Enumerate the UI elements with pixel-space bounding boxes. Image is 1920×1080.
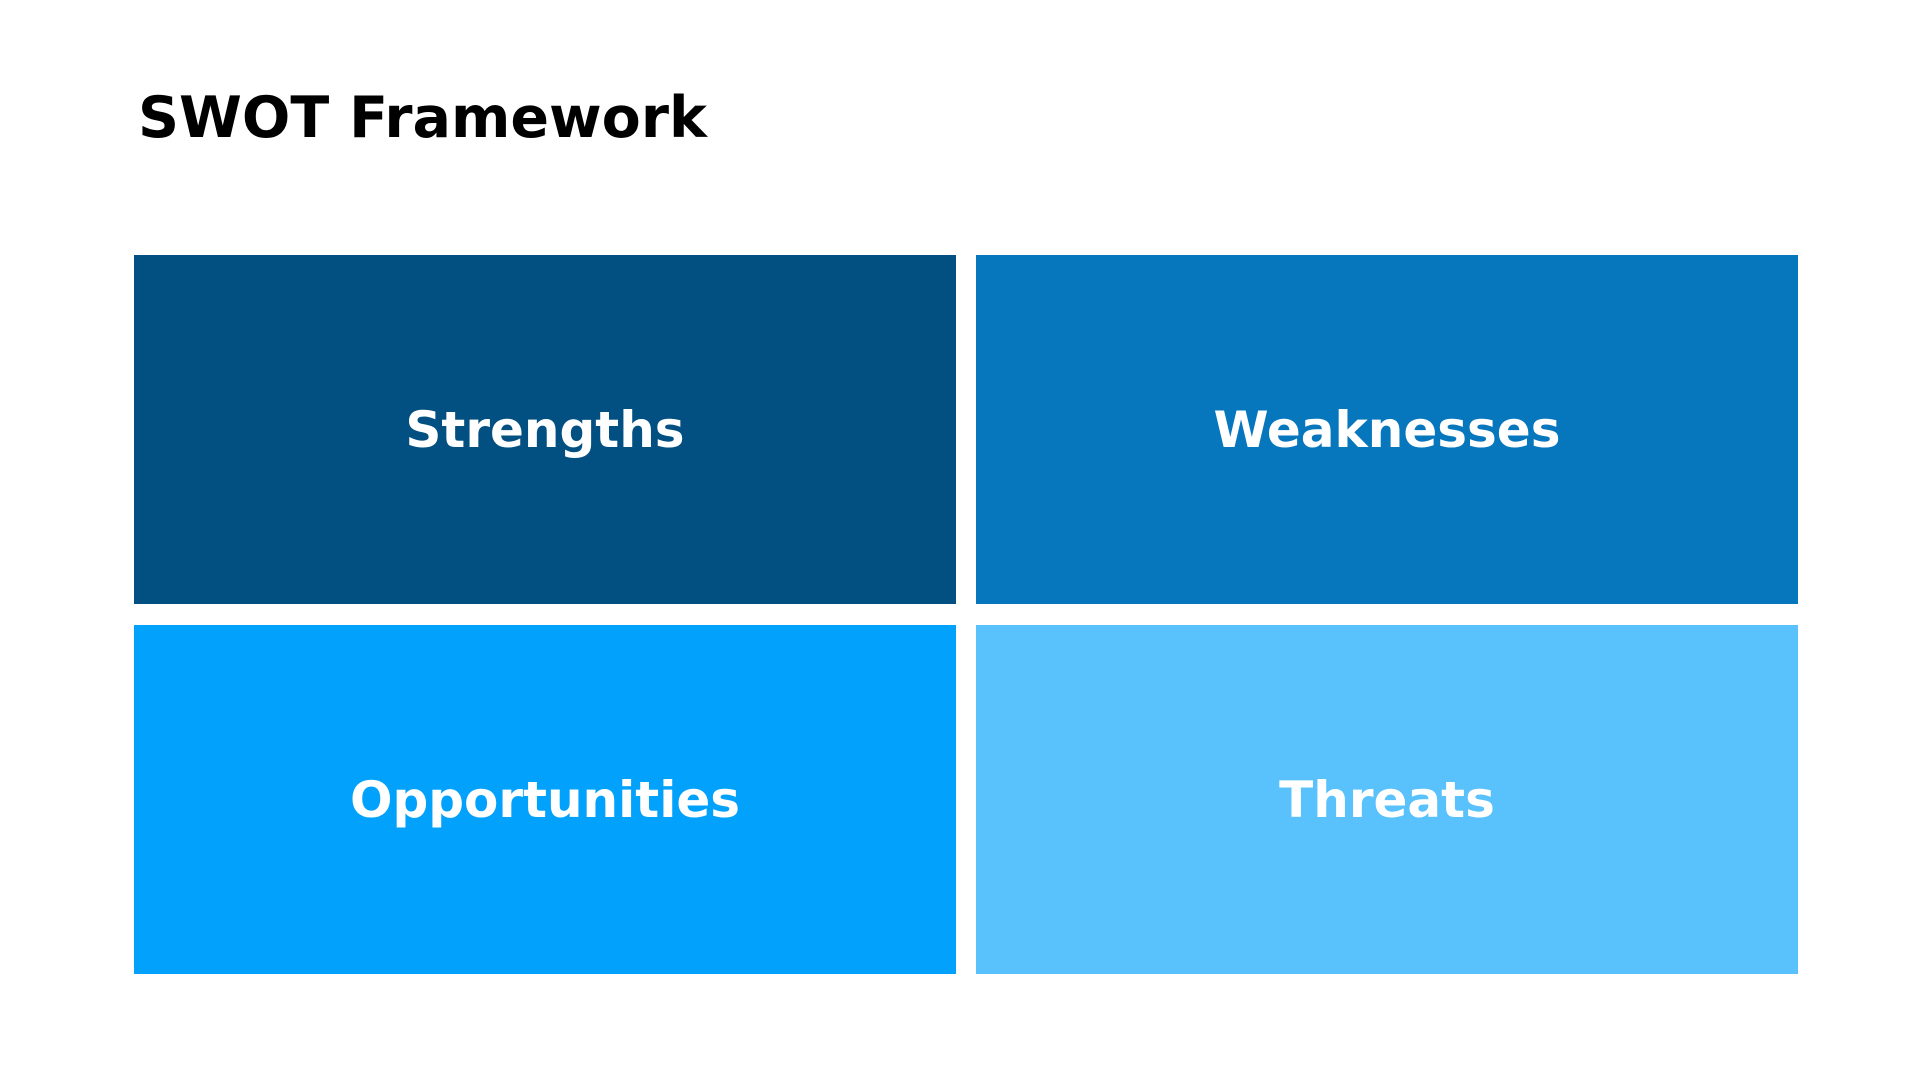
quadrant-threats: Threats bbox=[976, 625, 1798, 974]
quadrant-weaknesses: Weaknesses bbox=[976, 255, 1798, 604]
slide-title: SWOT Framework bbox=[138, 85, 707, 151]
quadrant-opportunities: Opportunities bbox=[134, 625, 956, 974]
quadrant-strengths: Strengths bbox=[134, 255, 956, 604]
swot-grid: Strengths Weaknesses Opportunities Threa… bbox=[134, 255, 1798, 974]
